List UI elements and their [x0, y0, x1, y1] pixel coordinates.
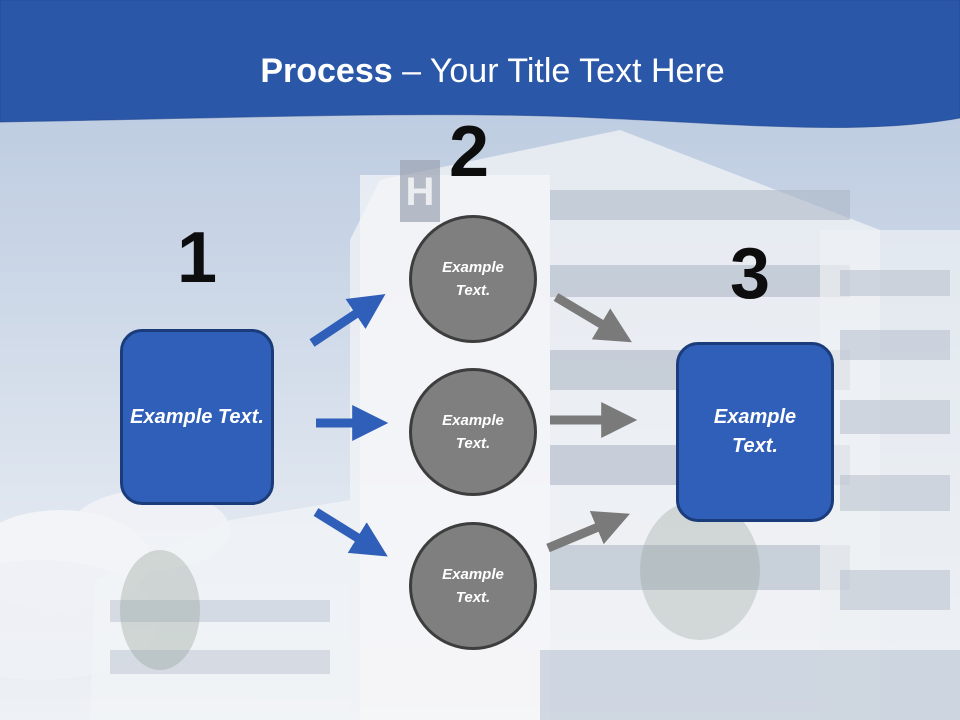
- step-1-box-label: Example Text.: [130, 405, 264, 428]
- step-number-1: 1: [177, 218, 218, 298]
- slide-title: Process – Your Title Text Here: [0, 52, 960, 91]
- arrow-circle-bottom-to-3: [546, 511, 630, 553]
- step-1-box[interactable]: Example Text.: [120, 329, 274, 505]
- title-rest: – Your Title Text Here: [392, 52, 725, 90]
- step-3-box[interactable]: Example Text.: [676, 342, 834, 522]
- svg-text:H: H: [406, 170, 435, 214]
- step-number-2: 2: [449, 112, 490, 192]
- circle-bottom-label: Example Text.: [442, 566, 504, 606]
- step-3-box-label: Example Text.: [713, 406, 797, 457]
- title-bold: Process: [260, 52, 393, 90]
- circle-top[interactable]: Example Text.: [409, 215, 537, 343]
- step-number-3: 3: [730, 234, 771, 314]
- circle-top-label: Example Text.: [442, 259, 504, 299]
- circle-bottom[interactable]: Example Text.: [409, 522, 537, 650]
- arrow-1-to-circle-top: [309, 294, 386, 347]
- circle-middle[interactable]: Example Text.: [409, 368, 537, 496]
- arrow-1-to-circle-bottom: [313, 508, 388, 557]
- circle-middle-label: Example Text.: [442, 412, 504, 452]
- arrow-circle-top-to-3: [553, 293, 632, 343]
